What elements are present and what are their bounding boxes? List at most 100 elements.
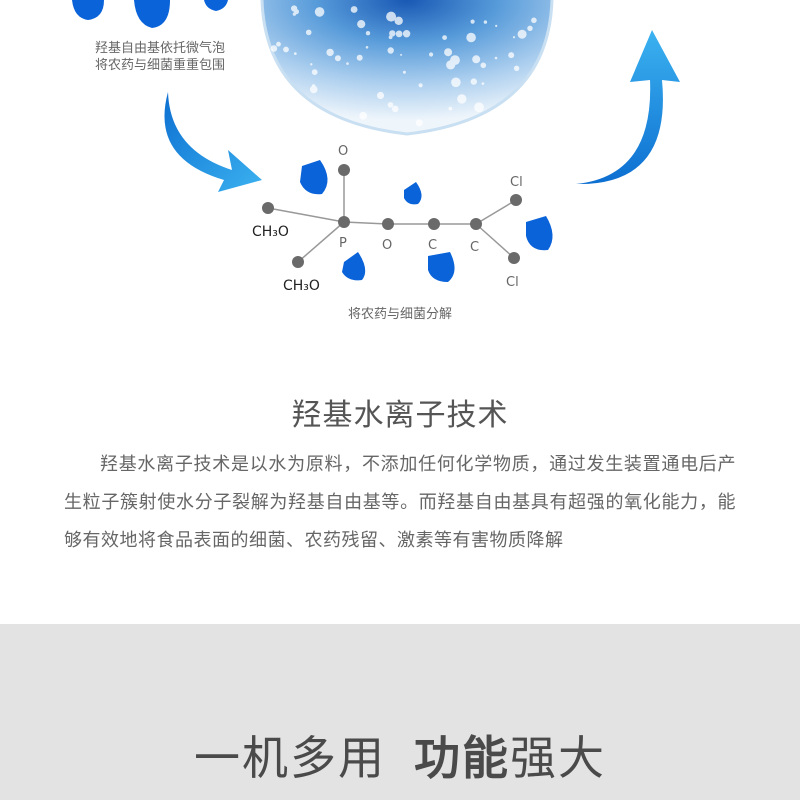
bubble bbox=[388, 35, 393, 40]
banner-title-part1: 一机多用 bbox=[194, 731, 386, 785]
bubble bbox=[356, 54, 363, 61]
bubble bbox=[480, 62, 487, 69]
bubble bbox=[389, 30, 396, 37]
bubble bbox=[457, 94, 467, 104]
bubble bbox=[394, 16, 403, 25]
bubble bbox=[472, 55, 481, 64]
atom-o-mid bbox=[382, 218, 394, 230]
atom-ch3o-left bbox=[262, 202, 274, 214]
bubble bbox=[442, 35, 447, 40]
atom-cl-bottom bbox=[508, 252, 520, 264]
water-bowl bbox=[260, 0, 554, 136]
bubble bbox=[376, 91, 385, 100]
bubbles bbox=[270, 5, 537, 127]
bubble bbox=[512, 36, 516, 39]
bubble bbox=[470, 78, 477, 85]
bubble bbox=[387, 47, 394, 54]
bubble bbox=[365, 46, 369, 49]
water-drop bbox=[134, 0, 170, 28]
bubble bbox=[444, 48, 453, 57]
atom-label-cl-top: Cl bbox=[510, 175, 523, 190]
atom-label-o-top: O bbox=[338, 144, 348, 159]
curved-arrow-down-right bbox=[164, 92, 262, 192]
bubble bbox=[470, 19, 475, 24]
bubble bbox=[402, 70, 406, 74]
bubble bbox=[481, 82, 485, 85]
bubble bbox=[450, 55, 460, 65]
atom-label-p: P bbox=[339, 236, 347, 251]
bubble bbox=[291, 5, 298, 12]
bubble bbox=[311, 69, 318, 75]
drop-group-top-left bbox=[72, 0, 228, 28]
bubble bbox=[326, 48, 334, 57]
atom-label-o-mid: O bbox=[382, 238, 392, 253]
atom-label-ch3o-left: CH₃O bbox=[252, 224, 289, 240]
bubble bbox=[292, 12, 297, 16]
bubble bbox=[359, 111, 368, 120]
bubble bbox=[365, 31, 371, 36]
bubble bbox=[395, 30, 403, 38]
atom-o-top bbox=[338, 164, 350, 176]
bubble bbox=[418, 83, 423, 88]
bubble bbox=[309, 85, 318, 94]
bubble bbox=[311, 84, 316, 88]
water-drop bbox=[204, 0, 228, 11]
caption-line: 羟基自由基依托微气泡 bbox=[94, 41, 225, 56]
bubble bbox=[350, 6, 358, 13]
water-drop bbox=[428, 252, 455, 282]
bubble bbox=[531, 17, 537, 24]
bubble bbox=[513, 65, 520, 72]
bubble bbox=[400, 53, 403, 56]
section-body: 羟基水离子技术是以水为原料，不添加任何化学物质，通过发生装置通电后产生粒子簇射使… bbox=[64, 454, 736, 551]
bubble bbox=[310, 63, 313, 66]
bubble bbox=[448, 106, 453, 111]
bubble bbox=[387, 102, 394, 108]
caption-decompose: 将农药与细菌分解 bbox=[347, 307, 452, 322]
banner: 一机多用功能强大 bbox=[0, 624, 800, 800]
atom-c2 bbox=[470, 218, 482, 230]
bubble bbox=[527, 25, 533, 31]
hydroxyl-process-diagram: O P O C C Cl Cl CH₃O CH₃O bbox=[72, 0, 680, 294]
bubble bbox=[270, 45, 278, 52]
bubble bbox=[276, 41, 281, 47]
molecule: O P O C C Cl Cl CH₃O CH₃O bbox=[252, 144, 523, 294]
section-title: 羟基水离子技术 bbox=[291, 398, 509, 433]
bubble bbox=[305, 29, 312, 36]
bubble bbox=[415, 119, 423, 127]
caption-line: 将农药与细菌重重包围 bbox=[94, 58, 225, 73]
bubble bbox=[293, 52, 297, 55]
drop-group-molecule bbox=[300, 160, 553, 282]
atom-label-c2: C bbox=[470, 240, 479, 255]
bubble bbox=[508, 52, 515, 59]
bubble bbox=[429, 52, 434, 57]
atom-p bbox=[338, 216, 350, 228]
bubble bbox=[495, 24, 498, 27]
water-drop bbox=[72, 0, 104, 20]
bubble bbox=[283, 46, 289, 53]
caption-surround: 羟基自由基依托微气泡 将农药与细菌重重包围 bbox=[60, 40, 260, 74]
bubble bbox=[357, 20, 366, 29]
atom-label-c1: C bbox=[428, 238, 437, 253]
atom-cl-top bbox=[510, 194, 522, 206]
bubble bbox=[474, 102, 484, 113]
atom-ch3o-bottom bbox=[292, 256, 304, 268]
bubble bbox=[494, 56, 498, 60]
bubble bbox=[391, 105, 399, 113]
water-drop bbox=[404, 182, 422, 205]
bubble bbox=[402, 30, 411, 38]
banner-title-rest: 强大 bbox=[510, 731, 606, 785]
atom-c1 bbox=[428, 218, 440, 230]
atom-label-cl-bottom: Cl bbox=[506, 275, 519, 290]
banner-title-bold: 功能 bbox=[414, 731, 510, 785]
bubble bbox=[517, 29, 527, 39]
atom-label-ch3o-bottom: CH₃O bbox=[283, 278, 320, 294]
bubble bbox=[466, 32, 476, 43]
bubble bbox=[386, 11, 397, 22]
bubble bbox=[334, 55, 341, 62]
bubble bbox=[314, 7, 325, 17]
water-drop bbox=[342, 252, 366, 281]
water-drop bbox=[300, 160, 328, 195]
bubble bbox=[346, 62, 349, 65]
bubble bbox=[483, 20, 488, 24]
